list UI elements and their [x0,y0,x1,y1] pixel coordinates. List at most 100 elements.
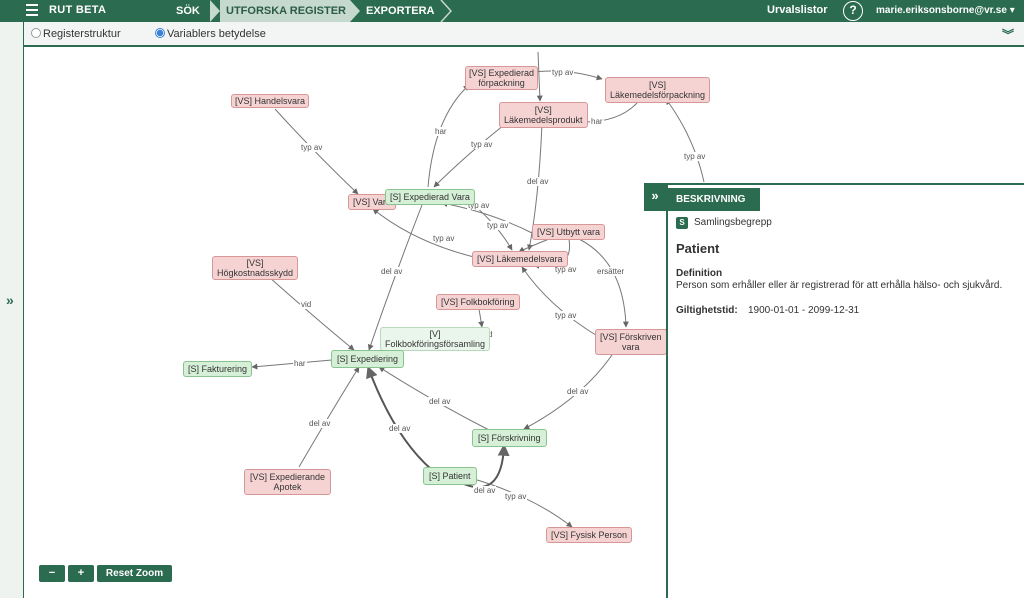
edge [527,122,543,251]
concept-graph[interactable]: typ av typ av har har typ av del av typ … [24,47,1024,598]
concept-type: Samlingsbegrepp [694,217,772,228]
node-expediering[interactable]: [S] Expediering [331,350,405,368]
node-hogkostnadsskydd[interactable]: [VS]Högkostnadsskydd [212,256,299,280]
edge-label: typ av [551,68,575,77]
double-chevron-down-icon[interactable]: ︾ [1001,28,1014,42]
zoom-out-button[interactable]: − [39,565,65,582]
tab-utforska-register[interactable]: UTFORSKA REGISTER [210,0,360,22]
edge [578,238,629,328]
edge [441,201,537,236]
radio-unselected-icon [31,28,41,38]
description-panel [666,183,1024,598]
node-label: Läkemedelsförpackning [610,90,706,100]
edge [372,208,475,258]
radio-label: Variablers betydelse [167,28,266,40]
node-folkbokforing[interactable]: [VS] Folkbokföring [436,294,520,310]
node-label: förpackning [478,78,525,88]
edge [433,124,505,188]
edge-label: del av [566,387,590,396]
edge-label: del av [308,419,332,428]
reset-zoom-button[interactable]: Reset Zoom [97,565,172,582]
radio-label: Registerstruktur [43,28,121,40]
node-label: [VS] Läkemedelsvara [477,254,563,264]
edge-label: typ av [504,492,528,501]
node-forskrivning[interactable]: [S] Förskrivning [472,429,547,447]
node-label: [VS] [534,105,552,115]
node-label: [S] Patient [429,471,471,481]
radio-registerstruktur[interactable]: Registerstruktur [31,28,121,40]
expand-sidebar-icon[interactable]: » [6,292,14,308]
node-label: [V] [429,329,441,339]
node-label: [VS] Fysisk Person [551,530,628,540]
node-expedierad-vara[interactable]: [S] Expedierad Vara [385,189,475,205]
node-label: Läkemedelsprodukt [504,115,583,125]
node-label: [VS] Utbytt vara [537,227,601,237]
edge-label: d [487,330,494,339]
edge-label: typ av [432,234,456,243]
node-label: [VS] [246,258,264,268]
edge-label: typ av [467,201,491,210]
node-handelsvara[interactable]: [VS] Handelsvara [231,94,310,108]
view-options-bar: Registerstruktur Variablers betydelse ︾ [24,22,1024,47]
node-label: [S] Förskrivning [478,433,541,443]
node-lakemedelsprodukt[interactable]: [VS]Läkemedelsprodukt [499,102,588,128]
edge-label: ersätter [596,267,626,276]
urvalslistor-link[interactable]: Urvalslistor [767,4,828,16]
node-folkbokforingsforsamling[interactable]: [V]Folkbokföringsförsamling [380,327,491,351]
edge [367,204,423,351]
node-label: Högkostnadsskydd [217,268,294,278]
node-lakemedelsforpackning[interactable]: [VS]Läkemedelsförpackning [605,77,711,103]
node-patient[interactable]: [S] Patient [423,467,477,485]
edge-label: typ av [470,140,494,149]
node-lakemedelsvara[interactable]: [VS] Läkemedelsvara [472,251,568,267]
edge [427,84,470,188]
edge-label: del av [380,267,404,276]
node-label: [S] Expedierad Vara [390,192,470,202]
edge-label: typ av [300,143,324,152]
edge [251,359,333,370]
edge [458,443,510,489]
tab-exportera[interactable]: EXPORTERA [366,5,435,17]
chevron-right-icon [440,0,452,22]
node-label: [VS] Vara [353,197,391,207]
edge-label: har [590,117,604,126]
edge [473,478,573,528]
edge-label: typ av [554,265,578,274]
node-fakturering[interactable]: [S] Fakturering [183,361,253,377]
definition-label: Definition [676,268,723,279]
node-utbytt-vara[interactable]: [VS] Utbytt vara [532,224,606,240]
node-label: [VS] Förskriven [600,332,662,342]
edge [536,51,543,102]
node-label: [VS] Expedierad [469,68,535,78]
edge-label: har [434,127,448,136]
node-label: [S] Fakturering [188,364,248,374]
validity-value: 1900-01-01 - 2099-12-31 [748,305,860,316]
help-icon[interactable]: ? [843,1,863,21]
node-vara[interactable]: [VS] Vara [348,194,396,210]
user-menu[interactable]: marie.eriksonsborne@vr.se ▾ [876,5,1015,16]
zoom-in-button[interactable]: + [68,565,94,582]
edge-label: typ av [554,311,578,320]
concept-title: Patient [676,241,720,256]
node-fysisk-person[interactable]: [VS] Fysisk Person [546,527,633,543]
node-label: [VS] Handelsvara [235,96,306,106]
radio-variablers-betydelse[interactable]: Variablers betydelse [155,28,266,40]
concept-type-badge: S [676,217,688,229]
validity-label: Giltighetstid: [676,305,738,316]
menu-icon[interactable] [26,4,38,18]
node-label: [VS] [649,80,667,90]
edge-label: del av [388,424,412,433]
node-label: [VS] Folkbokföring [441,297,515,307]
node-label: Folkbokföringsförsamling [385,339,486,349]
collapse-panel-icon[interactable]: » [644,183,666,211]
edge-label: del av [473,486,497,495]
edge-label: typ av [486,221,510,230]
edge [268,276,355,351]
tab-sok[interactable]: SÖK [176,5,200,17]
app-brand: RUT BETA [49,4,107,16]
edge-label: del av [526,177,550,186]
tab-beskrivning[interactable]: BESKRIVNING [668,188,760,211]
